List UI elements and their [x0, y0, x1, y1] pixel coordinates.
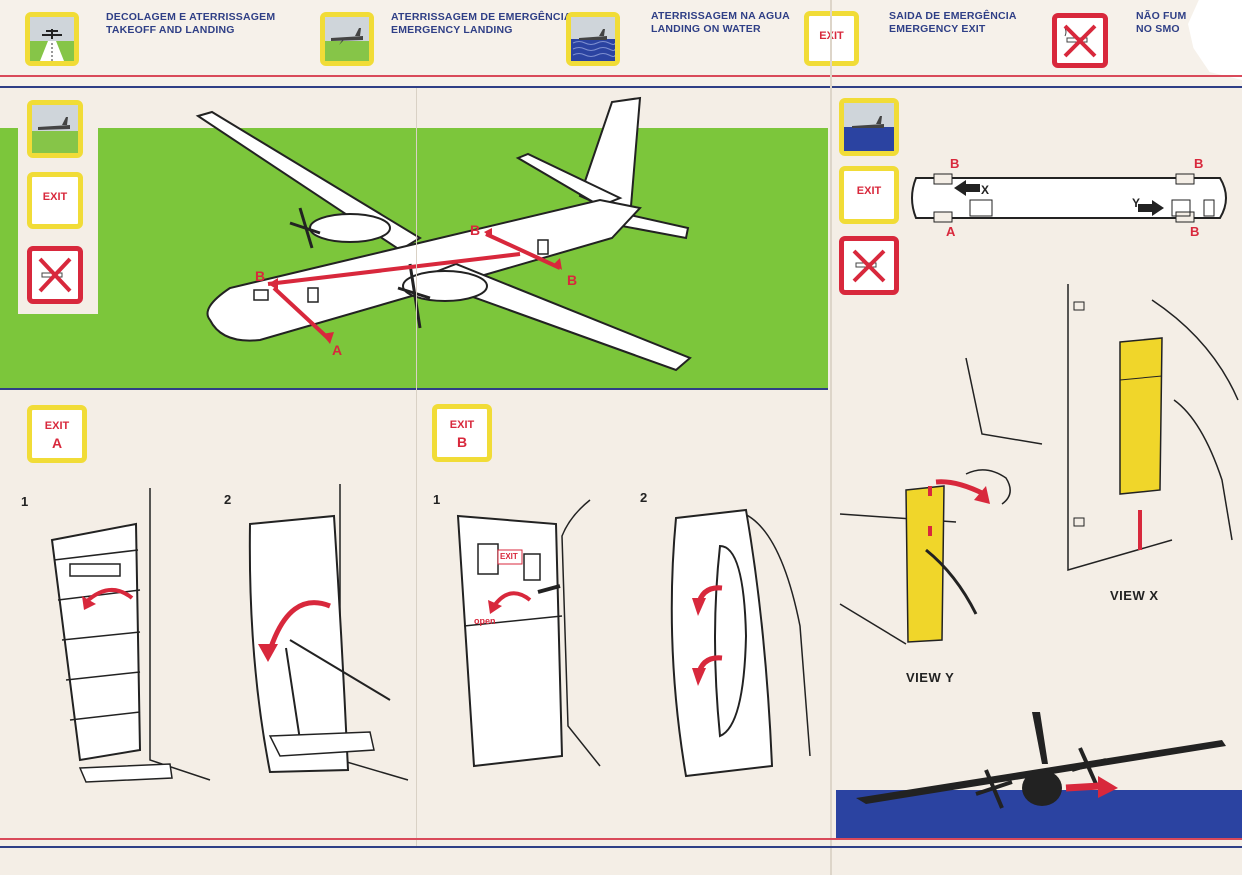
exit-a-label-top: EXIT: [44, 420, 70, 432]
header-item-en: TAKEOFF AND LANDING: [106, 24, 235, 36]
water-landing-icon: [566, 12, 620, 66]
header-item-emergency-landing: ATERRISSAGEM DE EMERGÊNCIA EMERGENCY LAN…: [391, 11, 572, 37]
step-b1-number: 1: [433, 492, 441, 507]
header-item-en: LANDING ON WATER: [651, 23, 761, 35]
exit-b-sign: EXIT B: [432, 404, 492, 462]
header-item-pt: NÃO FUM: [1136, 10, 1187, 22]
emergency-landing-icon: [27, 100, 83, 158]
emergency-landing-icon: [320, 12, 374, 66]
header-item-emergency-exit: SAIDA DE EMERGÊNCIA EMERGENCY EXIT: [889, 10, 1017, 36]
door-b-exit-sign: EXIT: [500, 552, 518, 561]
takeoff-landing-icon: [25, 12, 79, 66]
marker-a: A: [332, 342, 343, 358]
ditching-plane-illustration: [856, 712, 1226, 809]
header-item-pt: ATERRISSAGEM DE EMERGÊNCIA: [391, 11, 572, 23]
view-x-label: VIEW X: [1110, 588, 1159, 603]
floorplan-a-left: A: [946, 224, 956, 239]
floorplan-b-right: B: [1194, 156, 1204, 171]
step-a2-number: 2: [224, 492, 232, 507]
marker-b-rear-top: B: [470, 222, 481, 238]
floorplan-y-label: Y: [1132, 196, 1141, 210]
header-item-en: EMERGENCY LANDING: [391, 24, 513, 36]
header-item-takeoff: DECOLAGEM E ATERRISSAGEM TAKEOFF AND LAN…: [106, 11, 275, 37]
no-smoking-icon: [839, 236, 899, 295]
footer-divider-blue: [0, 846, 1242, 848]
step-a1-number: 1: [21, 494, 29, 509]
marker-b-front: B: [255, 268, 266, 284]
header-item-water-landing: ATERRISSAGEM NA AGUA LANDING ON WATER: [651, 10, 790, 36]
exit-sign-label: EXIT: [856, 185, 882, 197]
exit-a-label-letter: A: [51, 435, 63, 451]
exit-a-sign: EXIT A: [27, 405, 87, 463]
exit-b-step2-illustration: [670, 508, 811, 778]
exit-sign-label: EXIT: [42, 191, 68, 203]
footer-divider-red: [0, 838, 836, 840]
no-smoking-icon: [27, 246, 83, 304]
floorplan-b-right-bottom: B: [1190, 224, 1200, 239]
header-item-en: EMERGENCY EXIT: [889, 23, 986, 35]
view-y-illustration: [839, 357, 1043, 645]
header-item-no-smoking: NÃO FUM NO SMO: [1136, 10, 1186, 36]
marker-b-rear-bottom: B: [567, 272, 578, 288]
header-strip: DECOLAGEM E ATERRISSAGEM TAKEOFF AND LAN…: [0, 0, 1242, 88]
exit-sign-icon: EXIT: [839, 166, 899, 224]
cabin-floorplan: [911, 173, 1227, 223]
exit-a-step1-illustration: [50, 488, 211, 783]
airplane-illustration: [195, 96, 692, 372]
exit-b-label-letter: B: [456, 434, 468, 450]
header-item-en: NO SMO: [1136, 23, 1180, 35]
no-smoking-icon: [1052, 13, 1108, 68]
header-item-pt: DECOLAGEM E ATERRISSAGEM: [106, 11, 276, 23]
exit-a-step2-illustration: [248, 484, 409, 781]
door-b-open-label: open: [474, 616, 496, 626]
header-divider-red: [0, 75, 1242, 77]
step-b2-number: 2: [640, 490, 648, 505]
grass-line: [0, 388, 828, 390]
fold-line: [830, 0, 832, 875]
exit-b-step1-illustration: [456, 499, 601, 768]
header-item-pt: ATERRISSAGEM NA AGUA: [651, 10, 790, 22]
view-x-illustration: [1067, 284, 1239, 571]
view-y-label: VIEW Y: [906, 670, 955, 685]
fold-line: [416, 88, 417, 848]
floorplan-x-label: X: [981, 183, 990, 197]
water-landing-icon: [839, 98, 899, 156]
exit-b-label-top: EXIT: [449, 419, 475, 431]
torn-corner: [1188, 0, 1242, 80]
header-divider-blue: [0, 86, 1242, 88]
footer-divider-red-right: [836, 838, 1242, 840]
header-item-pt: SAIDA DE EMERGÊNCIA: [889, 10, 1017, 22]
floorplan-b-left: B: [950, 156, 960, 171]
exit-sign-icon: EXIT: [27, 172, 83, 229]
